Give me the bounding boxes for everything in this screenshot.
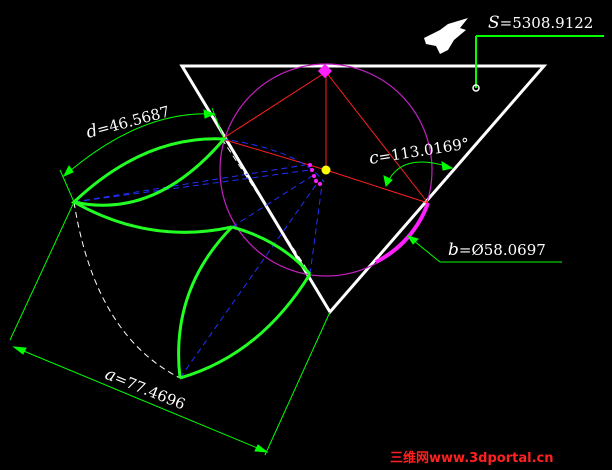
dimension-s-label: S=5308.9122 xyxy=(488,13,593,33)
dimension-c-label: c=113.0169° xyxy=(368,133,471,169)
area-marker-point xyxy=(472,84,480,92)
dimension-b xyxy=(406,235,562,263)
hand-pointer-icon xyxy=(424,18,468,54)
dimension-b-label: b=Ø58.0697 xyxy=(448,240,546,260)
construction-circle xyxy=(219,63,433,277)
highlighted-arc-b xyxy=(375,202,430,264)
petal-shapes xyxy=(70,137,312,380)
white-dashed-lines xyxy=(73,138,311,379)
dimension-d xyxy=(59,107,225,203)
magenta-points xyxy=(308,63,333,186)
dimension-s xyxy=(475,35,604,88)
center-point xyxy=(321,165,331,175)
dimension-a xyxy=(9,201,331,456)
dimension-d-label: d=46.5687 xyxy=(84,101,172,142)
watermark-text: 三维网www.3dportal.cn xyxy=(390,450,553,466)
equilateral-triangle xyxy=(179,64,548,315)
dimension-c xyxy=(383,161,454,188)
blue-construction-lines xyxy=(73,138,325,379)
